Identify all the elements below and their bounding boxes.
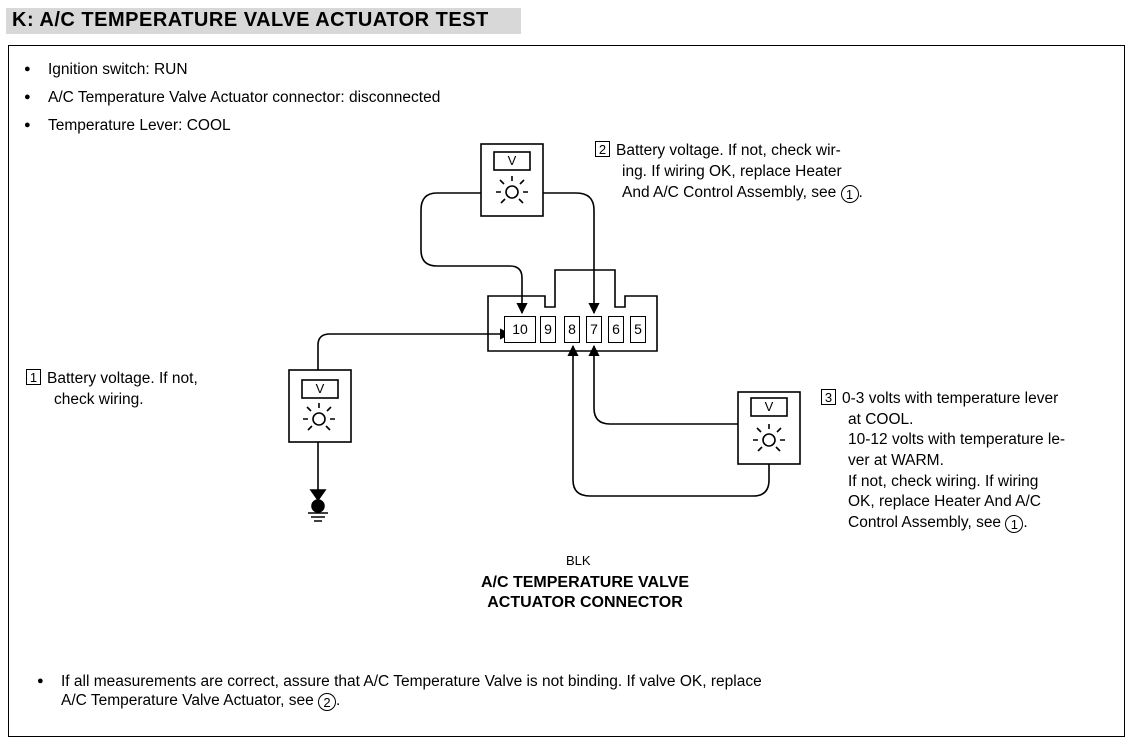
pin-9: 9 — [540, 316, 556, 343]
diagram-frame — [8, 45, 1125, 737]
footer-note-line-1: If all measurements are correct, assure … — [37, 671, 762, 692]
step-3-line-4: ver at WARM. — [848, 452, 944, 469]
ref-circle-1: 1 — [1005, 515, 1024, 533]
lamp-icon-2 — [496, 176, 528, 204]
ref-circle-2: 2 — [318, 693, 337, 711]
step-1-number: 1 — [26, 369, 41, 385]
connector-housing — [487, 269, 658, 352]
meter-2 — [480, 143, 544, 217]
connector-caption-line-1: A/C TEMPERATURE VALVE — [480, 574, 689, 591]
title-bar — [6, 8, 521, 34]
pin-5: 5 — [630, 316, 646, 343]
pin-6: 6 — [608, 316, 624, 343]
step-2-line-3: And A/C Control Assembly, see 1. — [622, 184, 863, 203]
footer-note-line-2: A/C Temperature Valve Actuator, see 2. — [61, 692, 341, 711]
page-title: K: A/C TEMPERATURE VALVE ACTUATOR TEST — [12, 9, 489, 31]
step-3-line-5: If not, check wiring. If wiring — [848, 473, 1039, 490]
pin-7: 7 — [586, 316, 602, 343]
connector-caption-line-2: ACTUATOR CONNECTOR — [487, 594, 683, 611]
ref-circle-1: 1 — [840, 185, 859, 203]
step-3-line-6: OK, replace Heater And A/C — [848, 493, 1041, 510]
meter-3-label: V — [764, 399, 774, 414]
step-1-line-2: check wiring. — [54, 391, 144, 408]
condition-connector: A/C Temperature Valve Actuator connector… — [24, 87, 440, 108]
step-3-number: 3 — [821, 389, 836, 405]
condition-temp-lever: Temperature Lever: COOL — [24, 115, 231, 136]
pin-10: 10 — [504, 316, 536, 343]
pin-8: 8 — [564, 316, 580, 343]
step-3-line-3: 10-12 volts with temperature le- — [848, 431, 1066, 448]
meter-1-label: V — [315, 381, 325, 396]
lamp-icon-1 — [303, 403, 335, 431]
condition-ignition: Ignition switch: RUN — [24, 59, 187, 80]
meter-1 — [288, 369, 352, 443]
step-3-line-2: at COOL. — [848, 411, 914, 428]
lamp-icon-3 — [753, 424, 785, 452]
step-2-line-2: ing. If wiring OK, replace Heater — [622, 163, 842, 180]
step-2-number: 2 — [595, 141, 610, 157]
meter-2-label: V — [507, 153, 517, 168]
step-3-line-7: Control Assembly, see 1. — [848, 514, 1028, 533]
ground-icon — [308, 489, 328, 522]
connector-color: BLK — [566, 553, 591, 568]
